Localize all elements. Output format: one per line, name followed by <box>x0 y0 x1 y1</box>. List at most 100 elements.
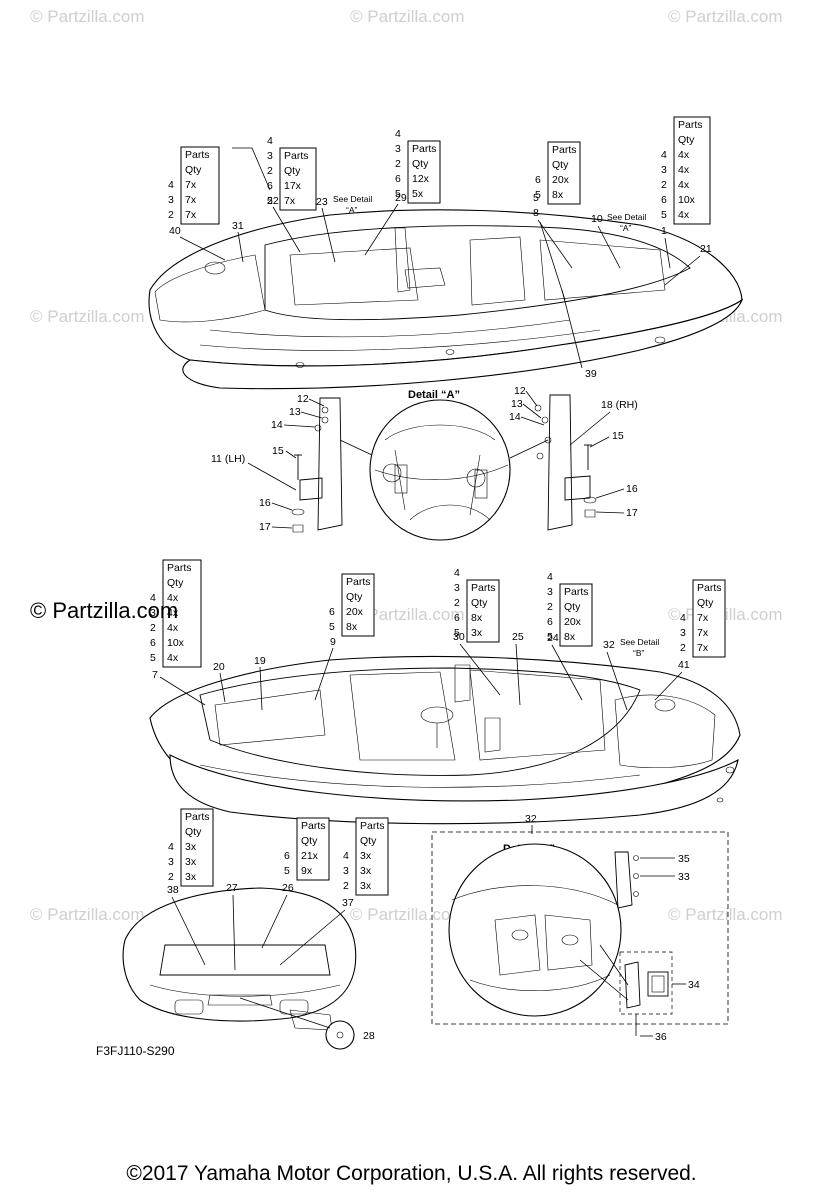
callout-30: 30 <box>453 631 465 643</box>
qty-table-ref: 5 <box>284 865 290 877</box>
qty-table-ref: 2 <box>168 871 174 883</box>
callout-16: 16 <box>259 497 271 509</box>
callout-36: 36 <box>655 1031 667 1043</box>
callout-15: 15 <box>272 445 284 457</box>
qty-table-value: Parts <box>185 811 210 823</box>
qty-table-ref: 2 <box>150 622 156 634</box>
qty-table-box <box>162 559 202 668</box>
callout-32: 32 <box>603 639 615 651</box>
detail-b: Detail “B” <box>431 831 729 1025</box>
qty-table-value: 8x <box>552 189 564 201</box>
callout-24: 24 <box>547 632 559 644</box>
qty-table-value: 21x <box>301 850 319 862</box>
callout-21: 21 <box>700 243 712 255</box>
qty-table-ref: 3 <box>547 586 553 598</box>
qty-table-ref: 2 <box>395 158 401 170</box>
copyright-notice: ©2017 Yamaha Motor Corporation, U.S.A. A… <box>126 1162 697 1185</box>
qty-table-box <box>279 147 317 211</box>
qty-table-ref: 4 <box>680 612 686 624</box>
qty-table-ref: 5 <box>267 195 273 207</box>
see-detail-a-text: See Detail <box>333 194 372 204</box>
callout-15-rh: 15 <box>612 430 624 442</box>
qty-table-ref: 5 <box>661 209 667 221</box>
qty-table-ref: 2 <box>267 165 273 177</box>
qty-table-ref: 4 <box>454 567 460 579</box>
bracket-rh <box>534 394 597 531</box>
qty-table-ref: 4 <box>547 571 553 583</box>
qty-table-value: Qty <box>697 597 714 609</box>
qty-table-value: 20x <box>552 174 570 186</box>
qty-table-ref: 6 <box>150 637 156 649</box>
qty-table-ref: 6 <box>284 850 290 862</box>
watermark: © Partzilla.com <box>668 7 783 26</box>
qty-table-box <box>673 116 711 225</box>
qty-table-ref: 5 <box>535 189 541 201</box>
qty-table-box <box>341 573 375 637</box>
qty-table-ref: 4 <box>150 592 156 604</box>
callout-10: 10 <box>591 213 603 225</box>
callout-25: 25 <box>512 631 524 643</box>
callout-40: 40 <box>169 225 181 237</box>
qty-table-ref: 2 <box>168 209 174 221</box>
qty-table-value: Parts <box>552 144 577 156</box>
qty-table-value: Qty <box>346 591 363 603</box>
qty-table-value: 10x <box>678 194 696 206</box>
callout-7: 7 <box>152 669 158 681</box>
qty-table-value: Qty <box>185 826 202 838</box>
callout-23: 23 <box>316 196 328 208</box>
callout-27: 27 <box>226 882 238 894</box>
qty-table-value: 20x <box>346 606 364 618</box>
qty-table-value: 4x <box>167 592 179 604</box>
qty-table-value: 7x <box>185 194 197 206</box>
callout-26: 26 <box>282 882 294 894</box>
callout-22: 22 <box>267 195 279 207</box>
qty-table-ref: 2 <box>680 642 686 654</box>
callout-33: 33 <box>678 871 690 883</box>
qty-table-value: 4x <box>167 652 179 664</box>
callout-39: 39 <box>585 368 597 380</box>
callout-13-rh: 13 <box>511 398 523 410</box>
qty-table-value: 8x <box>346 621 358 633</box>
qty-table-value: 4x <box>678 164 690 176</box>
watermark: © Partzilla.com <box>350 605 465 624</box>
qty-table-ref: 2 <box>661 179 667 191</box>
qty-table-value: Parts <box>301 820 326 832</box>
qty-table-ref: 3 <box>168 194 174 206</box>
qty-table-box <box>355 817 389 896</box>
qty-table-ref: 6 <box>395 173 401 185</box>
callout-5: 5 <box>533 192 539 204</box>
qty-table-box <box>180 146 220 225</box>
callout-34: 34 <box>688 979 700 991</box>
callout-31: 31 <box>232 220 244 232</box>
qty-table-value: 10x <box>167 637 185 649</box>
callout-8: 8 <box>533 207 539 219</box>
qty-table-value: Parts <box>564 586 589 598</box>
callout-12-rh: 12 <box>514 385 526 397</box>
callout-14: 14 <box>271 419 283 431</box>
qty-table-value: 20x <box>564 616 582 628</box>
see-detail-b-ref: “B” <box>633 648 645 658</box>
qty-table-value: 12x <box>412 173 430 185</box>
qty-table-value: 17x <box>284 180 302 192</box>
qty-table-ref: 5 <box>454 627 460 639</box>
qty-table-ref: 5 <box>395 188 401 200</box>
callout-35: 35 <box>678 853 690 865</box>
watermark: © Partzilla.com <box>30 905 145 924</box>
qty-table-value: 4x <box>167 607 179 619</box>
watermark: © Partzilla.com <box>350 905 465 924</box>
qty-table-value: Qty <box>185 164 202 176</box>
qty-table-value: 3x <box>360 865 372 877</box>
callout-13: 13 <box>289 406 301 418</box>
qty-table-ref: 5 <box>547 631 553 643</box>
qty-table-value: 3x <box>185 871 197 883</box>
qty-table-value: Qty <box>412 158 429 170</box>
qty-table-value: Qty <box>301 835 318 847</box>
qty-table-value: 3x <box>185 841 197 853</box>
qty-table-ref: 6 <box>267 180 273 192</box>
qty-table-value: 4x <box>678 149 690 161</box>
qty-table-box <box>466 579 500 643</box>
qty-table-value: 3x <box>471 627 483 639</box>
qty-table-ref: 2 <box>547 601 553 613</box>
qty-table-box <box>692 579 726 658</box>
